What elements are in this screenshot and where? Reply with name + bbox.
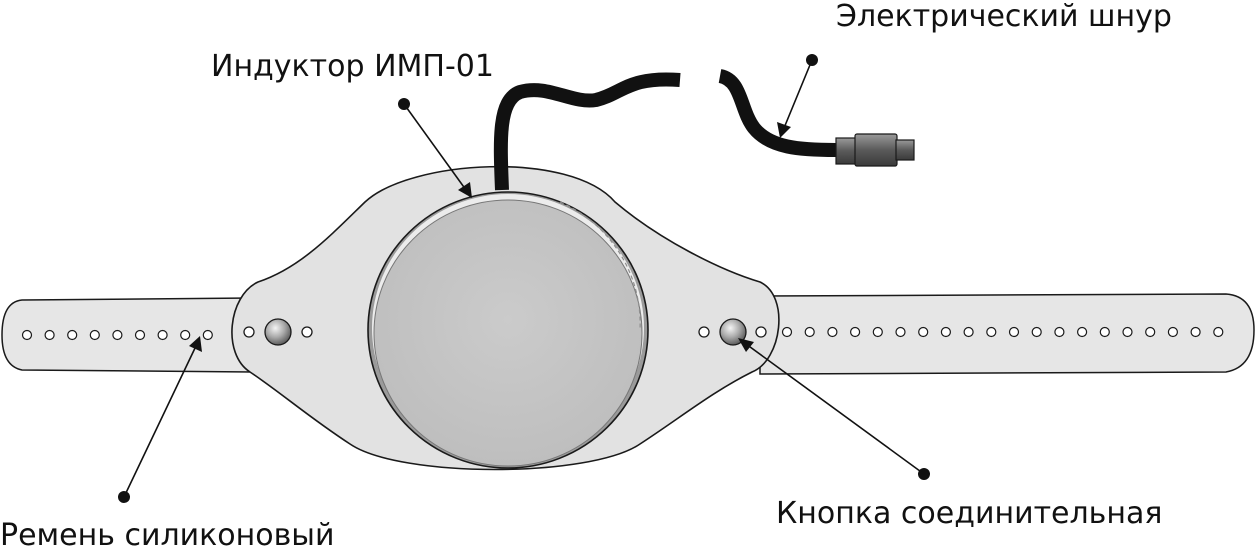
strap-hole [1145, 326, 1156, 338]
strap-hole [202, 329, 213, 341]
strap-hole [918, 326, 929, 338]
housing-hole-left-1 [243, 326, 255, 338]
leader-button [738, 338, 930, 480]
strap-hole [1213, 326, 1224, 338]
label-inductor: Индуктор ИМП-01 [211, 49, 494, 84]
label-connecting-button: Кнопка соединительная [776, 496, 1163, 531]
strap-hole [1008, 326, 1020, 338]
strap-hole [827, 326, 838, 338]
strap-hole [89, 329, 100, 341]
strap-hole [1076, 326, 1088, 338]
strap-hole [804, 326, 815, 338]
strap-hole [849, 326, 861, 338]
strap-hole [1099, 326, 1110, 338]
strap-hole [1167, 326, 1179, 338]
strap-hole [781, 326, 793, 338]
cable-segment-1 [493, 72, 681, 191]
strap-holes-left [21, 329, 213, 341]
strap-hole [1190, 326, 1201, 338]
strap-hole [1031, 326, 1042, 338]
strap-holes-right [781, 326, 1224, 338]
strap-left [1, 297, 253, 373]
leader-cable [777, 54, 818, 138]
strap-hole [21, 329, 33, 341]
label-electric-cord: Электрический шнур [836, 0, 1172, 34]
strap-hole [986, 326, 997, 338]
snap-button-left [264, 318, 292, 346]
strap-hole [963, 326, 974, 338]
strap-hole [157, 329, 168, 341]
cable-connector [835, 133, 915, 167]
strap-hole [895, 326, 906, 338]
leader-strap [118, 336, 202, 503]
strap-hole [1122, 326, 1133, 338]
housing-hole-right-1 [698, 326, 710, 338]
label-silicone-strap: Ремень силиконовый [0, 518, 335, 553]
strap-right [759, 293, 1255, 375]
housing-hole-left-2 [301, 326, 313, 338]
strap-hole [67, 329, 78, 341]
strap-hole [112, 329, 123, 341]
strap-hole [1054, 326, 1065, 338]
cable-segment-2 [717, 69, 837, 157]
strap-hole [180, 329, 191, 341]
strap-hole [44, 329, 55, 341]
strap-hole [134, 329, 146, 341]
strap-hole [872, 326, 883, 338]
leader-inductor [398, 98, 472, 198]
housing-hole-right-2 [755, 326, 767, 338]
strap-hole [940, 326, 952, 338]
inductor-disc [367, 191, 649, 469]
